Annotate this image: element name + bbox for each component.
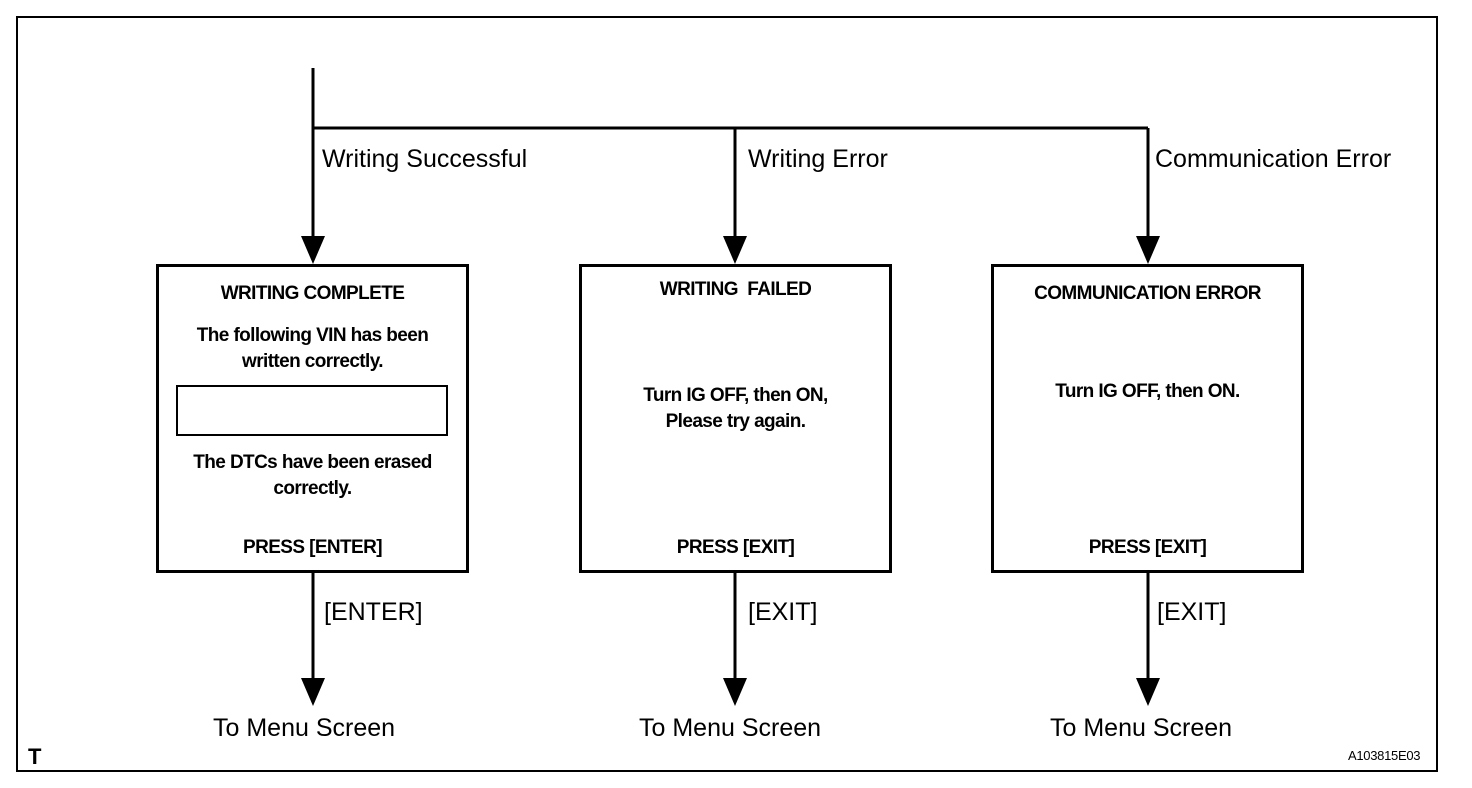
screen-message: The DTCs have been erased bbox=[193, 452, 432, 473]
screen-title: WRITING COMPLETE bbox=[220, 283, 405, 304]
screen-communication-error: COMMUNICATION ERROR Turn IG OFF, then ON… bbox=[991, 264, 1304, 573]
screen-message: Turn IG OFF, then ON. bbox=[1055, 381, 1240, 402]
key-label-enter: [ENTER] bbox=[324, 598, 423, 626]
screen-message: The following VIN has been bbox=[196, 325, 429, 346]
arrowhead-6 bbox=[1136, 678, 1160, 706]
condition-label-writing-error: Writing Error bbox=[748, 145, 888, 173]
screen-writing-failed: WRITING FAILED Turn IG OFF, then ON, Ple… bbox=[579, 264, 892, 573]
screen-prompt: PRESS [EXIT] bbox=[1088, 537, 1207, 558]
screen-prompt: PRESS [EXIT] bbox=[676, 537, 795, 558]
key-label-exit: [EXIT] bbox=[1157, 598, 1227, 626]
figure-id: A103815E03 bbox=[1348, 748, 1421, 763]
screen-title: COMMUNICATION ERROR bbox=[1034, 283, 1261, 304]
arrowhead-4 bbox=[301, 678, 325, 706]
screen-message: Please try again. bbox=[665, 411, 806, 432]
key-label-exit: [EXIT] bbox=[748, 598, 818, 626]
vin-display-box bbox=[176, 385, 448, 436]
arrowhead-3 bbox=[1136, 236, 1160, 264]
condition-label-success: Writing Successful bbox=[322, 145, 528, 173]
screen-message: correctly. bbox=[273, 478, 352, 499]
arrowhead-2 bbox=[723, 236, 747, 264]
destination-label: To Menu Screen bbox=[1050, 714, 1233, 742]
arrowhead-5 bbox=[723, 678, 747, 706]
destination-label: To Menu Screen bbox=[639, 714, 822, 742]
diagram-frame bbox=[16, 16, 1438, 772]
corner-mark: T bbox=[28, 744, 42, 769]
destination-label: To Menu Screen bbox=[213, 714, 396, 742]
screen-message: written correctly. bbox=[242, 351, 384, 372]
screen-prompt: PRESS [ENTER] bbox=[243, 537, 383, 558]
screen-title: WRITING FAILED bbox=[659, 279, 812, 300]
condition-label-communication-error: Communication Error bbox=[1155, 145, 1392, 173]
screen-writing-complete: WRITING COMPLETE The following VIN has b… bbox=[156, 264, 469, 573]
screen-message: Turn IG OFF, then ON, bbox=[643, 385, 828, 406]
arrowhead-1 bbox=[301, 236, 325, 264]
